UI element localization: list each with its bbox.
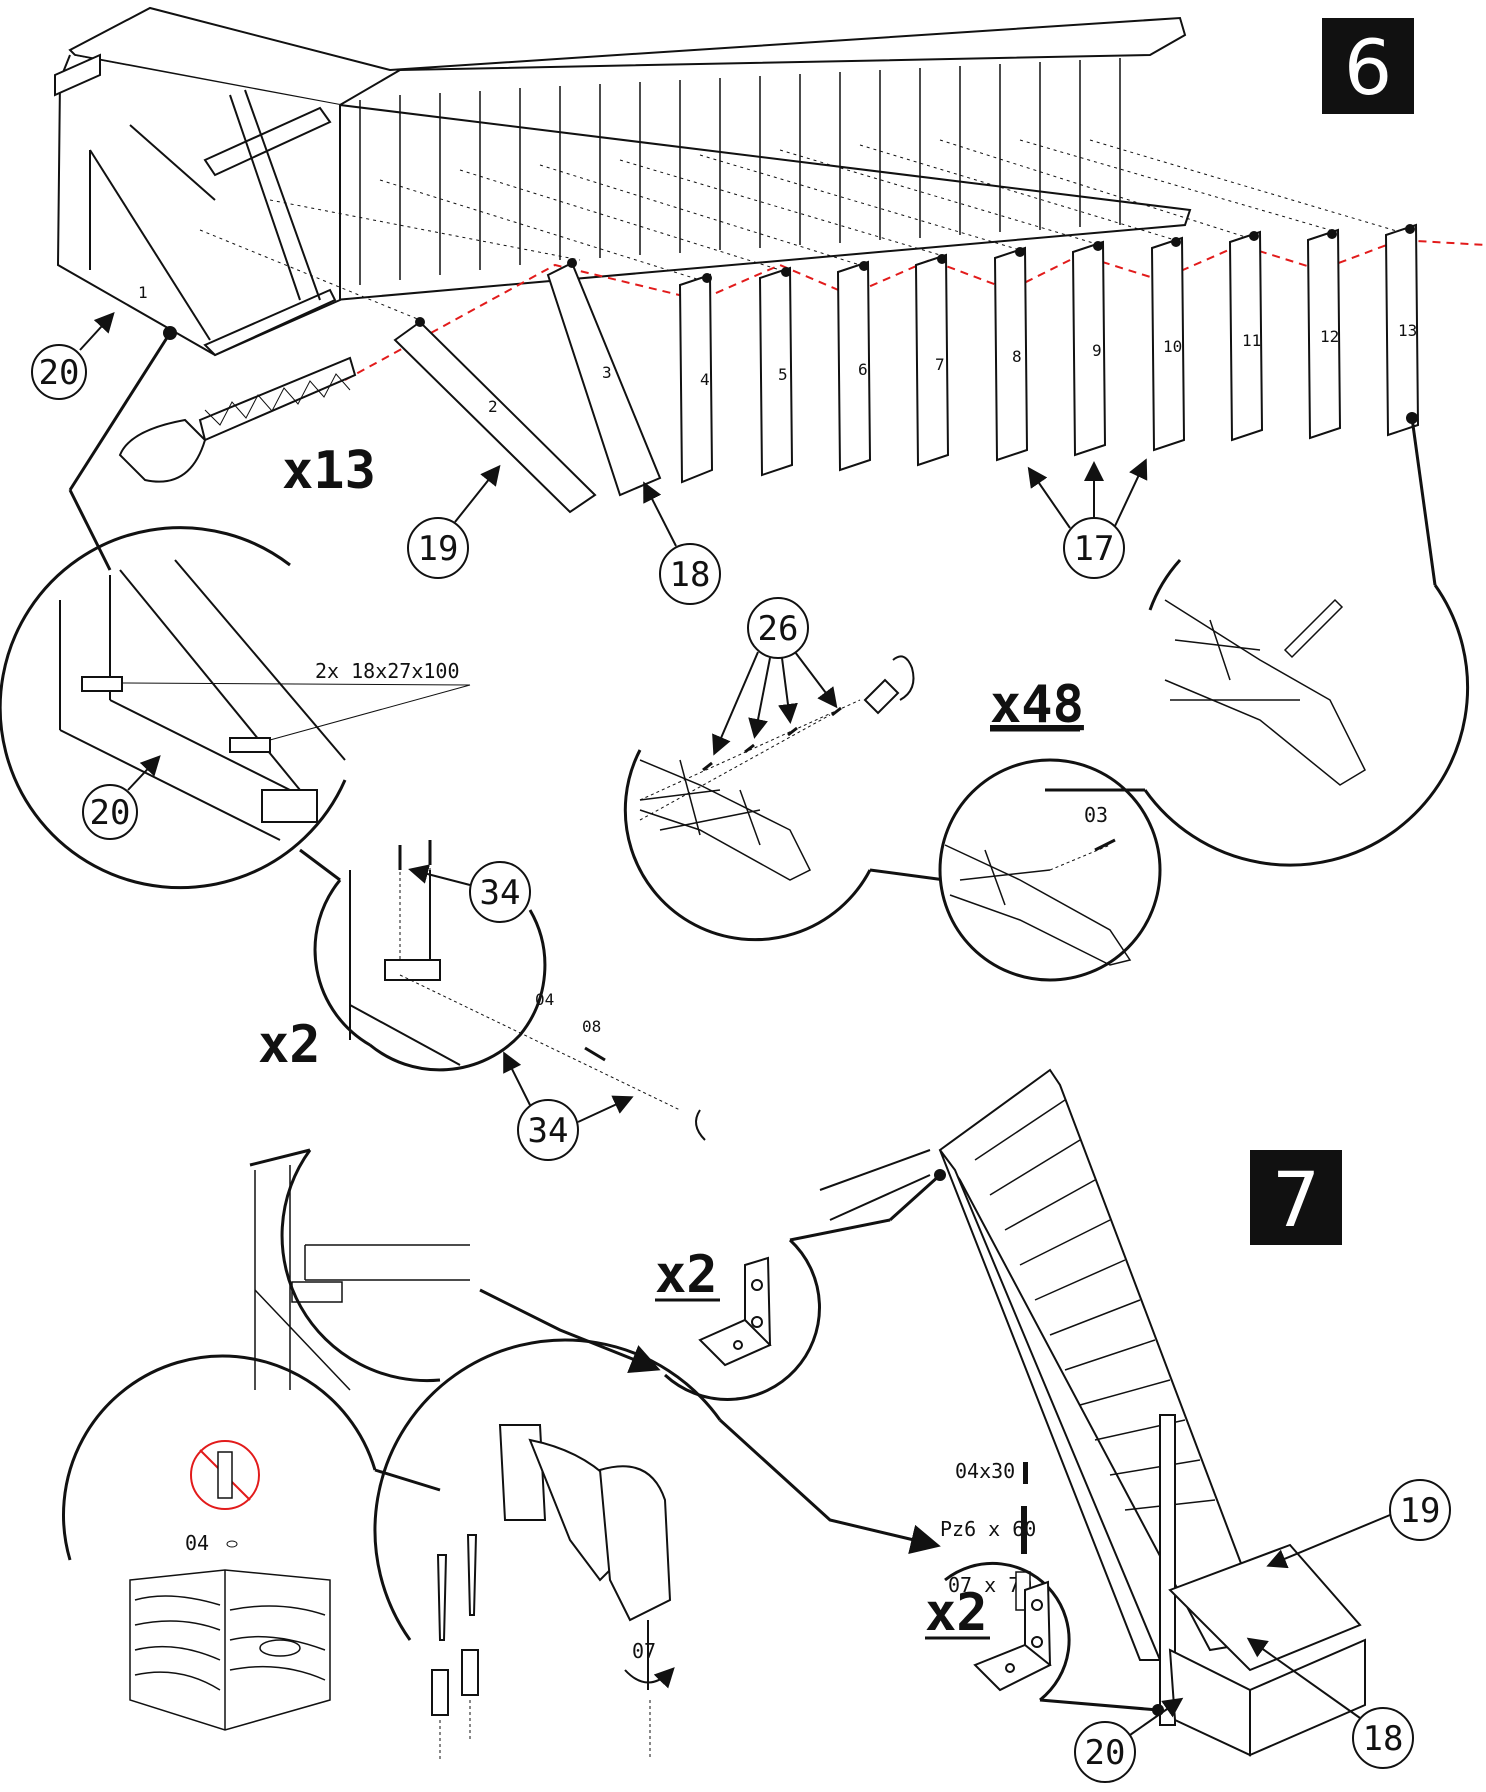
callout-18-step7: 18 [1246,1637,1414,1769]
callout-18-top: 18 [643,481,721,605]
svg-text:7: 7 [935,355,945,374]
drill-icon [498,1424,672,1690]
tread-4: 4 [678,273,714,484]
saw-icon [118,356,357,483]
tread-8: 8 [993,246,1029,462]
svg-text:20: 20 [39,353,80,393]
svg-text:13: 13 [1398,321,1417,340]
callout-20-top: 20 [31,312,115,400]
svg-text:17: 17 [1074,529,1115,569]
svg-text:4: 4 [700,370,710,389]
detail-blocks: 2x 18x27x100 [0,326,471,890]
step-7-badge: 7 [1250,1150,1342,1245]
tread-2: 2 [393,317,597,514]
svg-text:19: 19 [1400,1491,1441,1531]
callout-19-step7: 19 [1266,1479,1451,1569]
tread-3: 3 [546,258,662,497]
callout-20-step7: 20 [1074,1697,1184,1783]
drill-08-label: 08 [582,1017,601,1036]
detail-pencil-marking [1045,417,1470,867]
tread-12: 12 [1306,228,1342,440]
svg-text:19: 19 [418,529,459,569]
tread-7: 7 [914,253,950,467]
part-label-1: 1 [138,283,148,302]
bracket-upper: x2 [655,1173,942,1401]
tread-5: 5 [758,266,794,477]
multiplier-x2-bracket: x2 [258,1015,321,1075]
callout-26: 26 [712,597,838,756]
svg-text:18: 18 [1363,1719,1404,1759]
drill-04-wall-label: 04 [185,1531,209,1555]
svg-text:20: 20 [1085,1733,1126,1773]
guide-lines [199,139,1411,321]
multiplier-x2-upper: x2 [655,1245,718,1305]
callout-34-lower: 34 [503,1051,634,1161]
tread-9: 9 [1071,240,1107,457]
tread-11: 11 [1228,230,1264,442]
block-dims-label: 2x 18x27x100 [315,659,460,683]
svg-text:34: 34 [480,873,521,913]
svg-text:18: 18 [670,555,711,595]
pencil-icon [1283,598,1344,659]
wood-grain [129,1569,331,1731]
callout-20-detail: 20 [82,755,161,840]
bracket-lower: x2 [925,1561,1159,1712]
screwdriver-icon [863,655,915,715]
detail-drill-fixings: 07 [373,1338,941,1760]
tread-13: 13 [1384,223,1420,437]
step-6-badge: 6 [1322,18,1414,114]
detail-wood-plug: 04 [62,1354,441,1731]
svg-text:12: 12 [1320,327,1339,346]
multiplier-x2-lower: x2 [925,1583,988,1643]
svg-text:34: 34 [528,1111,569,1151]
svg-text:20: 20 [90,793,131,833]
detail-wall-bracket [249,1148,661,1391]
svg-text:9: 9 [1092,341,1102,360]
detail-tread-screws [623,699,946,942]
screws-and-plugs [431,1534,479,1716]
svg-text:2: 2 [488,397,498,416]
svg-text:11: 11 [1242,331,1261,350]
multiplier-x48: x48 [990,675,1084,735]
svg-text:10: 10 [1163,337,1182,356]
drill-04-label: 04 [535,990,554,1009]
callout-19-top: 19 [407,464,501,579]
svg-text:6: 6 [1344,23,1392,112]
tread-6: 6 [836,260,872,472]
svg-text:7: 7 [1272,1155,1320,1244]
svg-text:8: 8 [1012,347,1022,366]
tread-10: 10 [1150,236,1186,452]
frame-risers [359,58,1121,285]
detail-pilot-hole: 03 [938,758,1162,982]
multiplier-x13: x13 [282,441,376,501]
detail-bracket-screws: x2 04 08 [258,840,706,1141]
drill-07-label: 07 [632,1639,656,1663]
svg-text:3: 3 [602,363,612,382]
drill-03-label: 03 [1084,803,1108,827]
svg-text:26: 26 [758,609,799,649]
installed-staircase [819,1068,1366,1757]
callout-34-upper: 34 [408,861,531,923]
svg-text:5: 5 [778,365,788,384]
svg-text:6: 6 [858,360,868,379]
screw-pz6x60-label: Pz6 x 60 [940,1517,1036,1541]
screw-04x30-label: 04x30 [955,1459,1015,1483]
callout-17: 17 [1027,458,1148,579]
